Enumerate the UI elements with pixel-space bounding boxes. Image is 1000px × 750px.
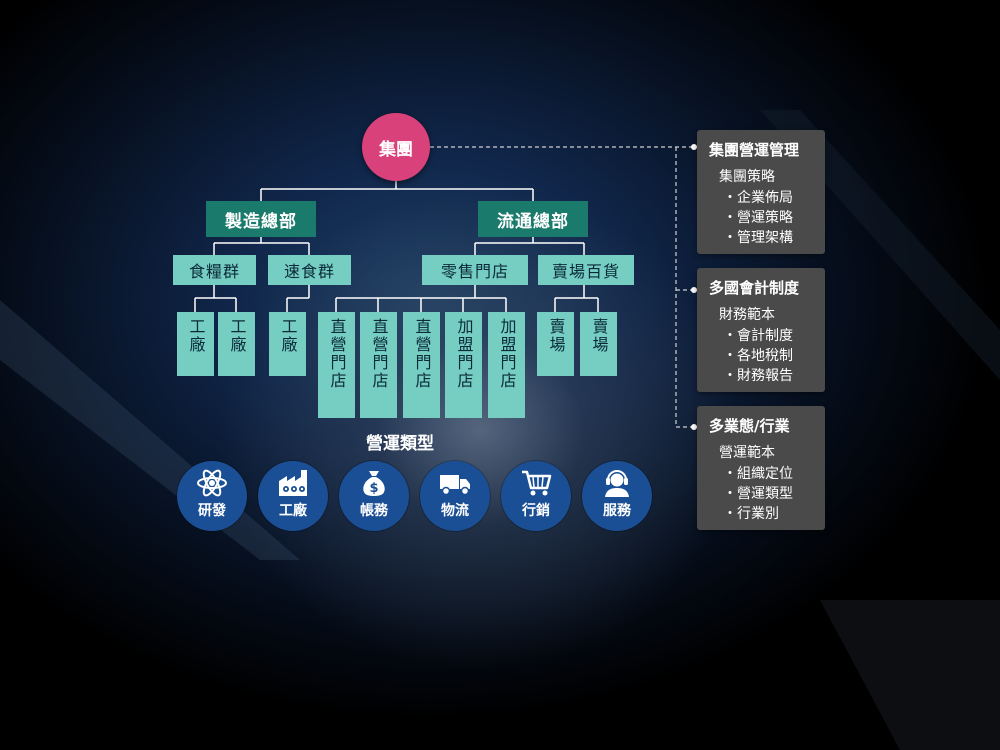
operation-label: 研發 (198, 503, 226, 519)
panel-list: 會計制度 各地稅制 財務報告 (697, 324, 825, 386)
group-label: 食糧群 (188, 262, 240, 281)
panel-list-item: 管理架構 (723, 228, 825, 248)
unit-label: 賣場 (589, 318, 609, 354)
hq-label: 製造總部 (225, 211, 297, 232)
panel-list: 組織定位 營運類型 行業別 (697, 462, 825, 524)
operation-service[interactable]: 服務 (582, 461, 652, 531)
unit-label: 工廠 (186, 318, 206, 354)
panel-list-item: 營運策略 (723, 208, 825, 228)
hq-manufacturing[interactable]: 製造總部 (206, 201, 316, 237)
unit-label: 加盟門店 (497, 318, 517, 390)
unit-label: 工廠 (278, 318, 298, 354)
operation-label: 物流 (441, 503, 469, 519)
hq-label: 流通總部 (497, 211, 569, 232)
money-bag-icon: $ (363, 471, 385, 496)
operation-accounting[interactable]: $ 帳務 (339, 461, 409, 531)
group-fastfood[interactable]: 速食群 (268, 255, 351, 285)
group-label: 賣場百貨 (551, 262, 620, 281)
panel-list-item: 行業別 (723, 504, 825, 524)
unit-label: 工廠 (227, 318, 247, 354)
unit-factory[interactable]: 工廠 (177, 312, 214, 376)
unit-mall[interactable]: 賣場 (580, 312, 617, 376)
unit-mall[interactable]: 賣場 (537, 312, 574, 376)
operation-factory[interactable]: 工廠 (258, 461, 328, 531)
group-label: 零售門店 (440, 262, 509, 281)
group-food[interactable]: 食糧群 (173, 255, 256, 285)
panel-subtitle: 集團策略 (719, 169, 775, 185)
panel-title: 集團營運管理 (709, 141, 800, 159)
panel-title: 多國會計制度 (709, 279, 800, 297)
operation-label: 行銷 (522, 503, 550, 519)
operation-logistics[interactable]: 物流 (420, 461, 490, 531)
panel-list-item: 財務報告 (723, 366, 825, 386)
unit-factory[interactable]: 工廠 (218, 312, 255, 376)
svg-text:$: $ (369, 481, 378, 496)
root-label: 集團 (379, 139, 413, 160)
operation-marketing[interactable]: 行銷 (501, 461, 571, 531)
group-retail-stores[interactable]: 零售門店 (422, 255, 528, 285)
unit-label: 直營門店 (412, 318, 432, 390)
panel-group-management[interactable]: 集團營運管理 集團策略 企業佈局 營運策略 管理架構 (697, 130, 825, 254)
unit-direct-store[interactable]: 直營門店 (403, 312, 440, 418)
unit-factory[interactable]: 工廠 (269, 312, 306, 376)
operation-label: 工廠 (279, 503, 307, 519)
factory-icon (279, 470, 307, 496)
root-node-group[interactable]: 集團 (362, 113, 430, 181)
unit-direct-store[interactable]: 直營門店 (360, 312, 397, 418)
shopping-cart-icon (522, 470, 552, 496)
unit-label: 直營門店 (369, 318, 389, 390)
atom-icon (197, 469, 227, 497)
panel-list: 企業佈局 營運策略 管理架構 (697, 186, 825, 248)
operation-label: 服務 (603, 503, 631, 519)
panel-list-item: 營運類型 (723, 484, 825, 504)
unit-franchise-store[interactable]: 加盟門店 (445, 312, 482, 418)
panel-subtitle: 財務範本 (719, 307, 775, 323)
operations-row: 研發 工廠 $ 帳務 物流 (177, 461, 657, 533)
headset-agent-icon (605, 470, 629, 497)
operation-label: 帳務 (360, 503, 388, 519)
truck-icon (440, 475, 470, 496)
unit-direct-store[interactable]: 直營門店 (318, 312, 355, 418)
panel-list-item: 會計制度 (723, 326, 825, 346)
panel-subtitle: 營運範本 (719, 445, 775, 461)
unit-label: 加盟門店 (454, 318, 474, 390)
operations-title: 營運類型 (366, 434, 434, 454)
panel-list-item: 各地稅制 (723, 346, 825, 366)
panel-business-formats[interactable]: 多業態/行業 營運範本 組織定位 營運類型 行業別 (697, 406, 825, 530)
panel-list-item: 組織定位 (723, 464, 825, 484)
group-label: 速食群 (283, 262, 335, 281)
panel-title: 多業態/行業 (709, 417, 790, 435)
panel-accounting-system[interactable]: 多國會計制度 財務範本 會計制度 各地稅制 財務報告 (697, 268, 825, 392)
group-department-store[interactable]: 賣場百貨 (538, 255, 634, 285)
operation-rnd[interactable]: 研發 (177, 461, 247, 531)
unit-label: 賣場 (546, 318, 566, 354)
panel-list-item: 企業佈局 (723, 188, 825, 208)
unit-franchise-store[interactable]: 加盟門店 (488, 312, 525, 418)
hq-distribution[interactable]: 流通總部 (478, 201, 588, 237)
unit-label: 直營門店 (327, 318, 347, 390)
